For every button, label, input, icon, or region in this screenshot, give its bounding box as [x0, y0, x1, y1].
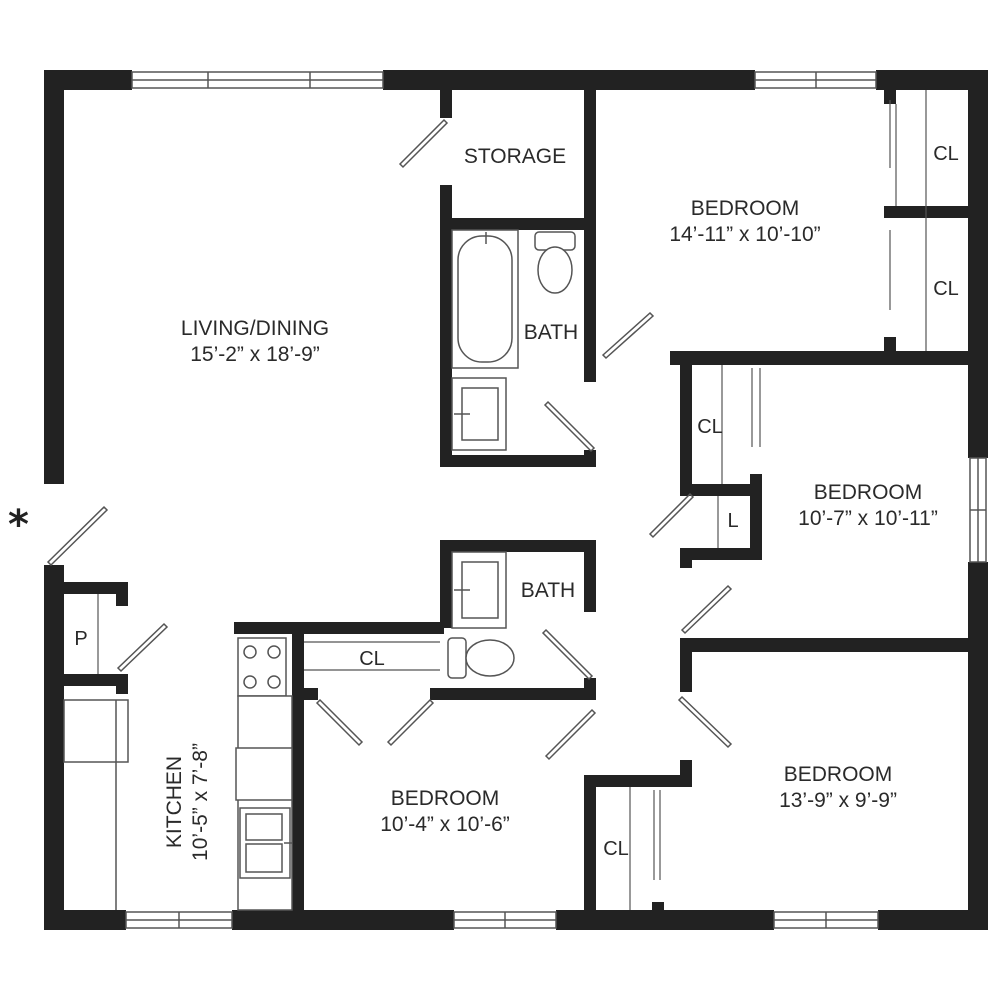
closet-label-4: CL — [359, 648, 385, 670]
door-bedroom3-a — [544, 708, 597, 761]
living-dining-name: LIVING/DINING — [180, 317, 330, 340]
bedroom1-dims: 14’-11” x 10’-10” — [669, 223, 821, 246]
toilet-bath2 — [447, 637, 467, 679]
entry-marker: * — [8, 502, 29, 548]
closet-label-3: CL — [697, 416, 723, 438]
storage-label: STORAGE — [463, 145, 567, 168]
wall-right-lower — [968, 562, 988, 930]
wall-bottom-left — [44, 910, 126, 930]
door-bath2 — [541, 628, 594, 681]
wall-left-upper — [44, 70, 64, 484]
bedroom3-name: BEDROOM — [390, 787, 500, 810]
dishwasher — [235, 747, 293, 801]
living-dining-label: LIVING/DINING 15’-2” x 18’-9” — [150, 316, 360, 368]
closet-label-2: CL — [933, 278, 959, 300]
door-storage — [398, 118, 449, 169]
living-dining-dims: 15’-2” x 18’-9” — [190, 343, 320, 366]
bedroom3-dims: 10’-4” x 10’-6” — [380, 813, 510, 836]
stove — [237, 637, 287, 697]
wall-right-upper — [968, 70, 988, 458]
doors — [46, 118, 733, 761]
fixtures — [63, 229, 576, 911]
wall-left-lower — [44, 565, 64, 930]
linen-closet-label: L — [727, 510, 739, 532]
closet-label-5: CL — [603, 838, 629, 860]
bedroom4-name: BEDROOM — [783, 763, 893, 786]
exterior-walls — [44, 70, 988, 930]
door-closet3-b — [386, 698, 435, 747]
kitchen-dims: 10’-5” x 7’-8” — [189, 743, 212, 861]
bedroom1-label: BEDROOM 14’-11” x 10’-10” — [630, 196, 860, 248]
bedroom2-name: BEDROOM — [813, 481, 923, 504]
door-bath1 — [543, 400, 596, 453]
door-bedroom2 — [680, 584, 733, 635]
kitchen-name: KITCHEN — [163, 755, 186, 849]
wall-bottom-mid2 — [556, 910, 774, 930]
bedroom1-name: BEDROOM — [690, 197, 800, 220]
bedroom4-label: BEDROOM 13’-9” x 9’-9” — [738, 762, 938, 814]
kitchen-label: KITCHEN 10’-5” x 7’-8” — [162, 702, 214, 902]
wall-top-mid — [383, 70, 755, 90]
door-bedroom4 — [677, 695, 733, 749]
door-bedroom1 — [601, 311, 655, 360]
windows — [125, 71, 987, 929]
bedroom2-dims: 10’-7” x 10’-11” — [798, 507, 938, 530]
door-entry — [46, 505, 109, 567]
bedroom3-label: BEDROOM 10’-4” x 10’-6” — [345, 786, 545, 838]
bath2-label: BATH — [520, 579, 576, 602]
wall-top-right — [876, 70, 988, 90]
bedroom4-dims: 13’-9” x 9’-9” — [779, 789, 897, 812]
pantry-label: P — [74, 628, 88, 650]
bath1-label: BATH — [523, 321, 579, 344]
wall-top-left — [44, 70, 132, 90]
refrigerator — [63, 699, 129, 763]
closet-details — [97, 90, 927, 910]
door-closet3-a — [315, 698, 364, 747]
bedroom2-label: BEDROOM 10’-7” x 10’-11” — [768, 480, 968, 532]
wall-bottom-right — [878, 910, 988, 930]
door-pantry — [116, 622, 169, 673]
closet-label-1: CL — [933, 143, 959, 165]
wall-bottom-mid — [232, 910, 454, 930]
interior-walls — [64, 90, 988, 922]
door-linen — [648, 492, 695, 539]
